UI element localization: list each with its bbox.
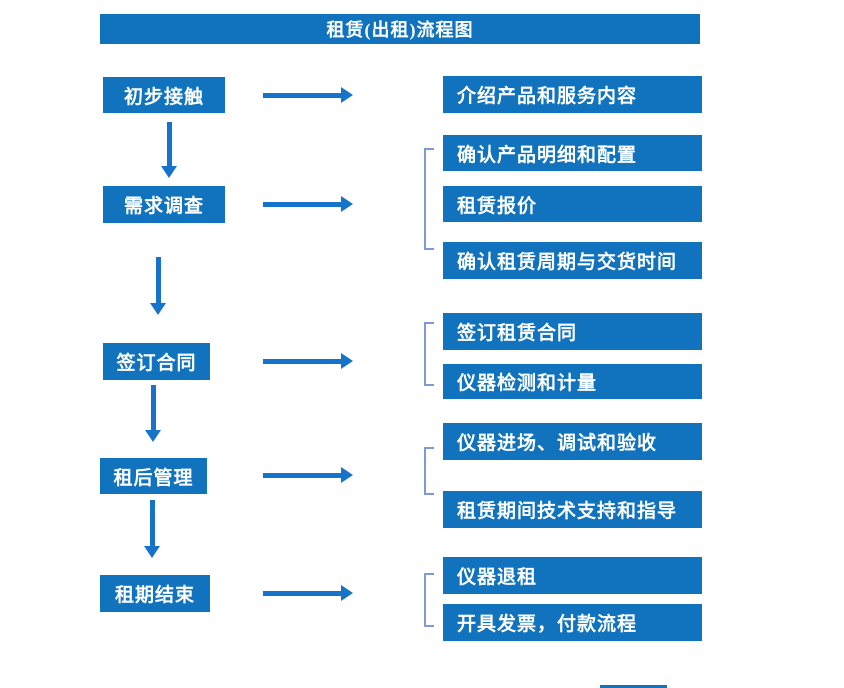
right-arrow-shaft [263, 472, 342, 478]
flowchart-title: 租赁(出租)流程图 [100, 14, 700, 44]
cropped-page-fragment [600, 685, 667, 688]
right-arrow-head-icon [341, 585, 353, 601]
detail-box-introduce-products: 介绍产品和服务内容 [443, 76, 702, 113]
right-arrow-3 [263, 353, 353, 369]
right-arrow-2 [263, 196, 353, 212]
right-arrow-shaft [263, 201, 342, 207]
step-box-demand-survey: 需求调查 [103, 186, 225, 223]
down-arrow-1 [161, 122, 177, 178]
bracket-post-rental-group [424, 447, 434, 495]
down-arrow-shaft [150, 385, 156, 431]
detail-box-rental-quotation: 租赁报价 [443, 186, 702, 222]
step-box-initial-contact: 初步接触 [103, 77, 225, 113]
bracket-demand-survey-group [424, 148, 434, 250]
detail-box-invoice-payment: 开具发票，付款流程 [443, 604, 702, 641]
step-box-sign-contract: 签订合同 [103, 343, 210, 380]
down-arrow-head-icon [161, 166, 177, 178]
bracket-sign-contract-group [424, 322, 434, 386]
down-arrow-3 [145, 385, 161, 442]
detail-box-sign-rental-contract: 签订租赁合同 [443, 313, 702, 350]
right-arrow-4 [263, 467, 353, 483]
right-arrow-shaft [263, 590, 342, 596]
down-arrow-shaft [149, 500, 155, 547]
right-arrow-head-icon [341, 353, 353, 369]
right-arrow-head-icon [341, 87, 353, 103]
down-arrow-shaft [155, 257, 161, 304]
right-arrow-shaft [263, 92, 342, 98]
step-box-post-rental-management: 租后管理 [100, 458, 207, 494]
right-arrow-5 [263, 585, 353, 601]
down-arrow-head-icon [144, 546, 160, 558]
right-arrow-1 [263, 87, 353, 103]
down-arrow-head-icon [150, 303, 166, 315]
detail-box-confirm-rental-period: 确认租赁周期与交货时间 [443, 242, 702, 279]
right-arrow-head-icon [341, 196, 353, 212]
detail-box-instrument-setup-acceptance: 仪器进场、调试和验收 [443, 423, 702, 460]
detail-box-instrument-testing: 仪器检测和计量 [443, 364, 702, 399]
down-arrow-shaft [166, 122, 172, 167]
down-arrow-head-icon [145, 430, 161, 442]
down-arrow-2 [150, 257, 166, 315]
detail-box-technical-support: 租赁期间技术支持和指导 [443, 491, 702, 528]
down-arrow-4 [144, 500, 160, 558]
step-box-lease-end: 租期结束 [100, 575, 210, 612]
detail-box-confirm-product-details: 确认产品明细和配置 [443, 135, 702, 171]
bracket-lease-end-group [424, 573, 434, 627]
right-arrow-shaft [263, 358, 342, 364]
detail-box-instrument-return: 仪器退租 [443, 557, 702, 594]
right-arrow-head-icon [341, 467, 353, 483]
